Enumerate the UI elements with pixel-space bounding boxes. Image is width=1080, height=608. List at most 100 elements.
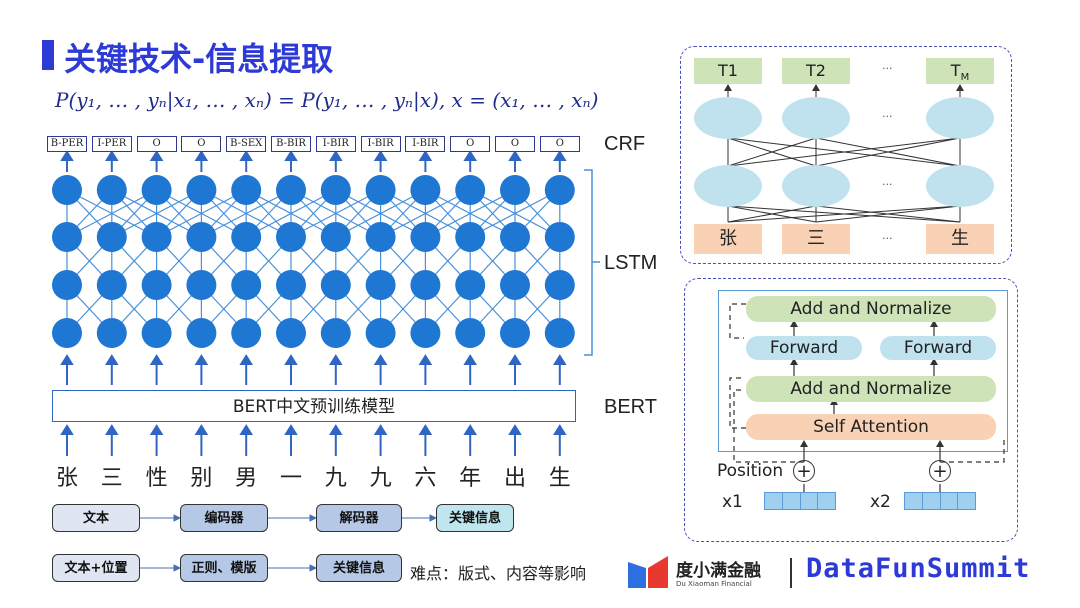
brand-name-en: Du Xiaoman Financial <box>676 580 752 588</box>
up-arrow-head <box>149 150 164 161</box>
up-arrow-head <box>463 424 478 435</box>
lstm-node <box>96 318 127 348</box>
up-arrow-head <box>104 150 119 161</box>
input-char: 九 <box>369 466 392 491</box>
input-char: 男 <box>235 466 258 491</box>
lstm-node <box>231 270 262 300</box>
crf-tag: O <box>539 136 580 152</box>
input-arrows <box>60 424 567 456</box>
du-xiaoman-logo-icon <box>628 556 668 588</box>
lstm-node <box>141 270 172 300</box>
up-arrow-head <box>328 150 343 161</box>
panel-arrow-head <box>724 84 732 91</box>
lstm-node <box>276 175 306 205</box>
forward-right: Forward <box>880 336 996 360</box>
lstm-node <box>410 175 441 205</box>
position-label: Position <box>717 461 784 481</box>
lstm-node <box>455 222 486 252</box>
up-arrow-head <box>60 424 74 435</box>
up-arrow-head <box>328 354 343 365</box>
lstm-node <box>52 175 82 205</box>
crf-tag: B-SEX <box>226 136 267 152</box>
lstm-node <box>365 222 396 252</box>
lstm-connection <box>201 189 292 238</box>
transformer-block-frame <box>718 290 1008 452</box>
up-arrow-head <box>239 150 254 161</box>
panel-connection <box>727 205 817 223</box>
lstm-panel-upper-node <box>782 97 850 139</box>
up-arrow-head <box>418 354 433 365</box>
lstm-node <box>500 270 530 300</box>
lstm-node <box>276 318 306 348</box>
lstm-connection <box>425 189 516 238</box>
lstm-connection <box>66 189 157 238</box>
input-char: 年 <box>459 466 482 491</box>
lstm-node <box>320 318 351 348</box>
crf-tag: I-BIR <box>360 136 401 152</box>
lstm-node <box>186 175 217 205</box>
bilstm-network-diagram <box>52 150 600 385</box>
lstm-node <box>231 318 262 348</box>
bert-label: BERT <box>604 396 657 418</box>
lstm-node <box>365 318 396 348</box>
crf-tag: O <box>495 136 535 152</box>
lstm-connection <box>111 189 202 238</box>
lstm-node <box>141 222 172 252</box>
lstm-lower-ellipsis: ··· <box>882 178 893 191</box>
lstm-input-char-2: 三 <box>782 224 850 254</box>
up-arrow-head <box>552 424 567 435</box>
panel-connection <box>727 137 961 167</box>
add-normalize-bottom: Add and Normalize <box>746 376 996 402</box>
lstm-connection <box>245 189 337 238</box>
up-arrow-head <box>373 354 388 365</box>
lstm-bracket <box>584 169 600 356</box>
lstm-node <box>141 175 172 205</box>
crf-tag: I-BIR <box>315 136 356 152</box>
add-normalize-top: Add and Normalize <box>746 296 996 322</box>
crf-tag: O <box>450 136 491 152</box>
lstm-node <box>231 175 262 205</box>
up-arrow-head <box>149 424 164 435</box>
lstm-node <box>544 318 575 348</box>
up-arrow-head <box>418 424 433 435</box>
lstm-connection <box>156 189 247 238</box>
brand-separator <box>790 558 792 588</box>
pipeline2-text-position-box: 文本+位置 <box>52 554 140 582</box>
up-arrow-head <box>194 150 209 161</box>
up-arrow-head <box>328 424 343 435</box>
difficulty-note: 难点：版式、内容等影响 <box>410 564 587 583</box>
up-arrow-head <box>60 354 74 365</box>
lstm-node <box>320 222 351 252</box>
lstm-node <box>500 175 530 205</box>
self-attention-box: Self Attention <box>746 414 996 440</box>
lstm-output-t1: T1 <box>694 58 762 84</box>
input-char: 生 <box>548 466 571 491</box>
lstm-node <box>186 318 217 348</box>
crf-tag: O <box>136 136 177 152</box>
crf-label: CRF <box>604 133 646 155</box>
panel-connection <box>815 205 961 223</box>
lstm-node <box>96 222 127 252</box>
lstm-node <box>410 318 441 348</box>
up-arrow-head <box>463 150 478 161</box>
crf-tag: B-BIR <box>271 136 311 152</box>
input-char: 九 <box>324 466 347 491</box>
lstm-input-ellipsis: ··· <box>882 232 893 245</box>
up-arrow-head <box>552 354 567 365</box>
input-char: 一 <box>279 466 302 491</box>
lstm-node <box>141 318 172 348</box>
up-arrow-head <box>552 150 567 161</box>
datafun-summit-logo: DataFunSummit <box>806 553 1031 584</box>
up-arrow-head <box>508 354 522 365</box>
lstm-panel-lower-node <box>694 165 762 207</box>
input-x2-label: x2 <box>870 492 891 512</box>
up-arrow-head <box>418 150 433 161</box>
plus-icon: + <box>929 460 951 482</box>
lstm-input-char-1: 张 <box>694 224 762 254</box>
up-arrow-head <box>239 354 254 365</box>
lstm-connection <box>290 189 381 238</box>
panel-connection <box>815 137 961 167</box>
up-arrow-head <box>104 424 119 435</box>
pipeline2-regex-template-box: 正则、模版 <box>180 554 268 582</box>
pipeline-arrows <box>140 514 438 572</box>
